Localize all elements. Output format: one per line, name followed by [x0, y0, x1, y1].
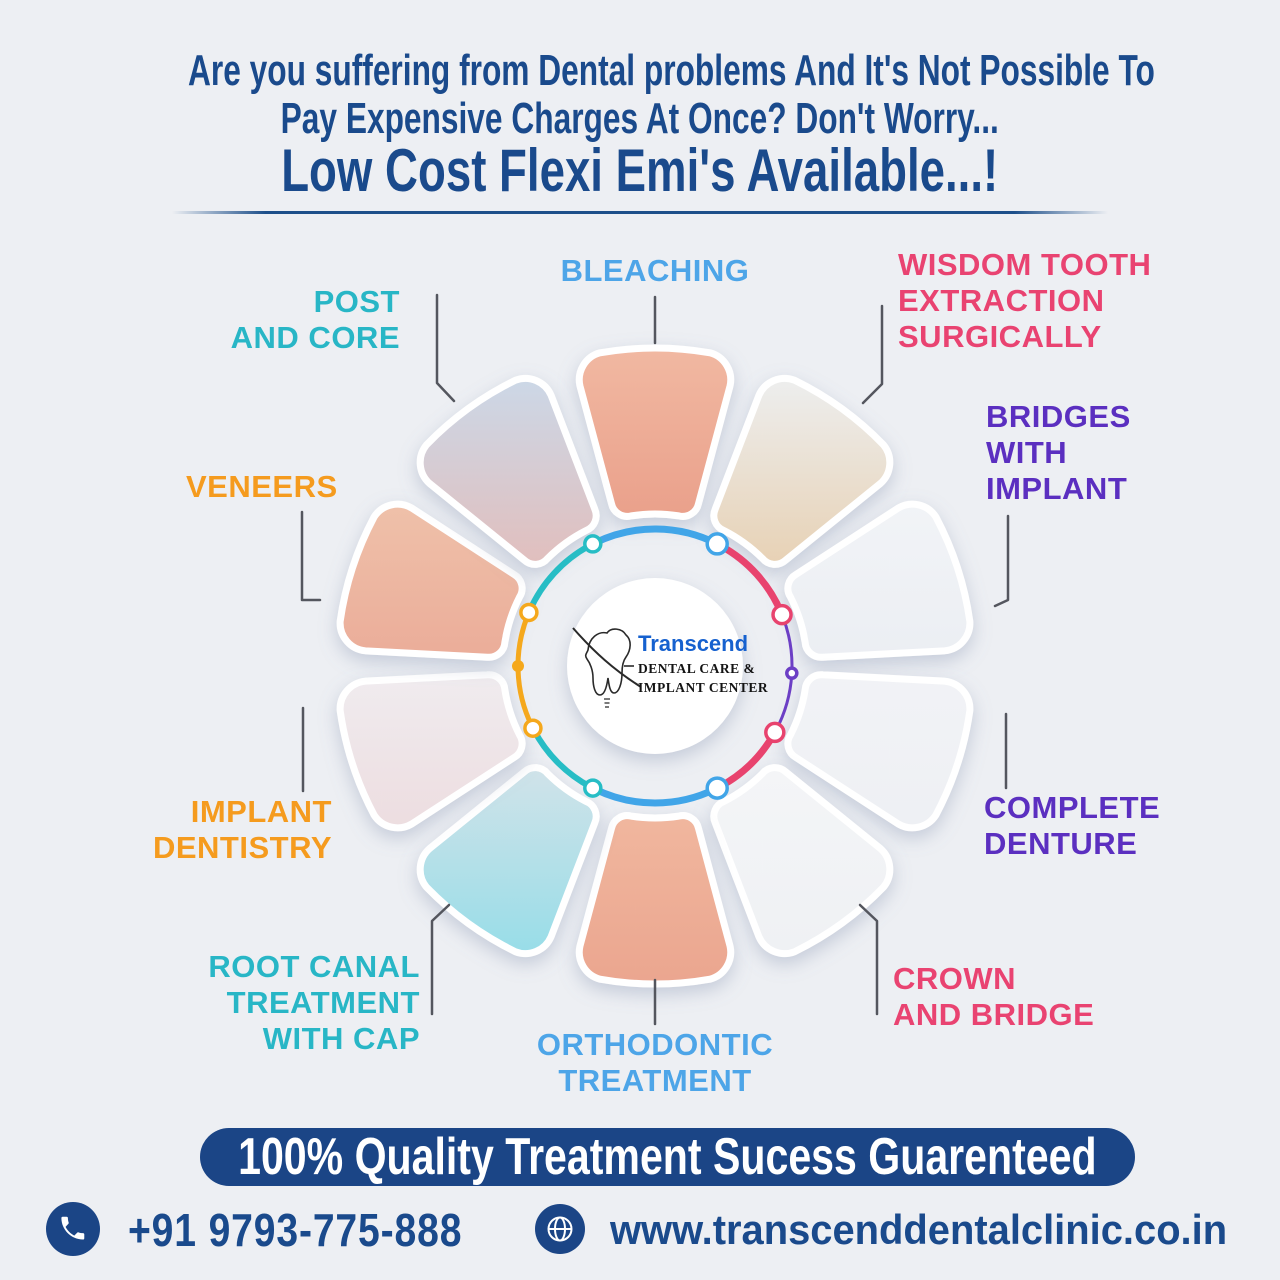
logo-sub1: DENTAL CARE &	[638, 661, 755, 676]
wedge-post-core	[416, 374, 600, 568]
website-url: www.transcenddentalclinic.co.in	[610, 1206, 1228, 1253]
wedge-complete-denture	[784, 671, 974, 832]
logo-circle	[567, 578, 743, 754]
header-line-1: Are you suffering from Dental problems A…	[187, 46, 1155, 95]
clinic-logo: Transcend DENTAL CARE & IMPLANT CENTER	[567, 578, 768, 754]
ring-node	[583, 534, 603, 554]
ring-node	[523, 718, 543, 738]
leader-line-post-core	[435, 293, 456, 403]
header-line-2: Pay Expensive Charges At Once? Don't Wor…	[280, 94, 1000, 143]
ring-node	[785, 666, 799, 680]
phone-icon	[46, 1202, 100, 1256]
service-label-crown-bridge: CROWN AND BRIDGE	[893, 961, 1095, 1032]
logo-name: Transcend	[638, 631, 748, 656]
ring-arc	[591, 525, 721, 548]
quality-banner: 100% Quality Treatment Sucess Guarenteed	[200, 1128, 1135, 1186]
service-label-post-core: POST AND CORE	[230, 284, 400, 355]
leader-line-crown-bridge	[858, 903, 879, 1016]
ring-node	[705, 776, 729, 800]
service-label-wisdom-extraction: WISDOM TOOTH EXTRACTION SURGICALLY	[898, 247, 1152, 354]
service-label-root-canal: ROOT CANAL TREATMENT WITH CAP	[208, 949, 420, 1056]
wedge-bleaching	[575, 344, 735, 520]
ring-node	[705, 532, 729, 556]
tooth-sketch-icon	[572, 627, 642, 708]
phone-number: +91 9793-775-888	[128, 1204, 463, 1256]
headline-emi: Low Cost Flexi Emi's Available...!	[281, 137, 999, 204]
wedge-orthodontic	[575, 812, 735, 988]
logo-sub2: IMPLANT CENTER	[638, 680, 768, 695]
ring-node	[764, 721, 786, 744]
ring-node	[771, 603, 793, 626]
leader-line-bridges-implant	[993, 514, 1010, 608]
ring-arc	[531, 727, 594, 790]
globe-icon	[535, 1204, 585, 1254]
ring-arc	[717, 542, 785, 616]
service-label-bleaching: BLEACHING	[560, 253, 750, 288]
ring-node	[512, 660, 524, 672]
service-label-bridges-implant: BRIDGES WITH IMPLANT	[986, 399, 1131, 506]
header-divider	[172, 211, 1108, 214]
service-label-implant-dentistry: IMPLANT DENTISTRY	[152, 794, 332, 865]
service-label-veneers: VENEERS	[186, 469, 338, 504]
leader-line-wisdom-extraction	[861, 304, 884, 405]
ring-node	[519, 602, 539, 623]
wedge-crown-bridge	[710, 764, 894, 958]
wedge-wisdom-extraction	[710, 374, 894, 568]
service-label-orthodontic: ORTHODONTIC TREATMENT	[536, 1027, 774, 1098]
wedge-bridges-implant	[784, 500, 974, 661]
service-label-complete-denture: COMPLETE DENTURE	[984, 790, 1161, 861]
ring-arc	[591, 785, 719, 807]
leader-line-root-canal	[430, 903, 451, 1016]
wedge-implant-dentistry	[336, 671, 526, 832]
ring-node	[583, 778, 603, 798]
leader-line-veneers	[300, 510, 322, 602]
wedge-root-canal	[416, 764, 600, 958]
wedge-veneers	[336, 500, 526, 661]
ring-arc	[526, 543, 592, 614]
